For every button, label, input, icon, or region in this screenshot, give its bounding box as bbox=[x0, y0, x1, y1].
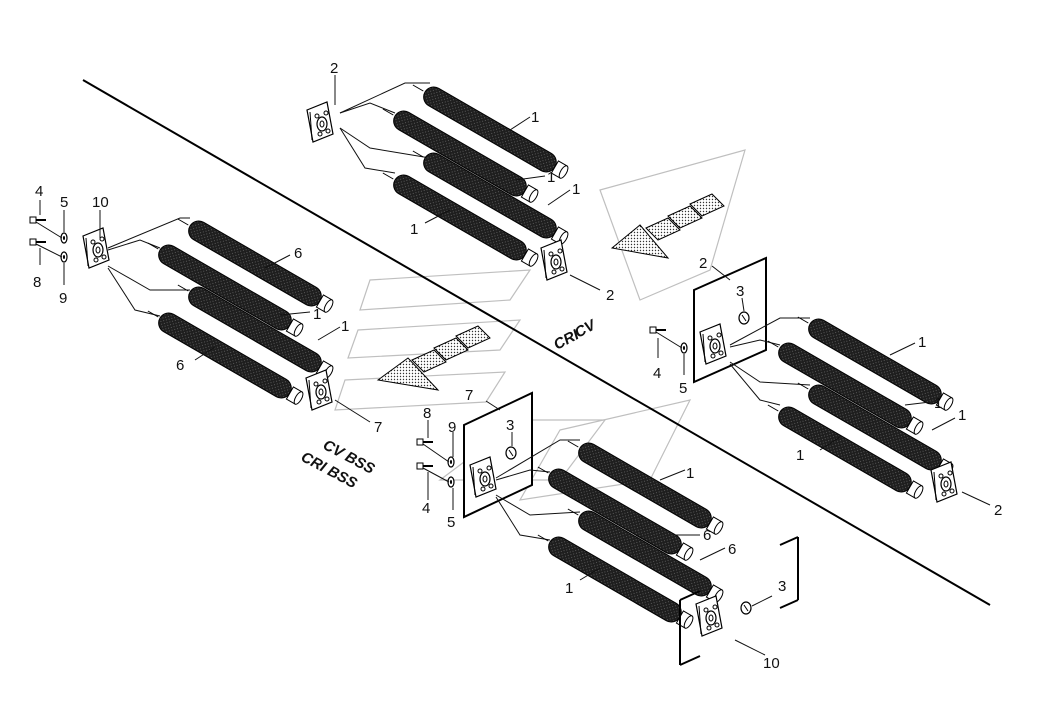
divider-line bbox=[82, 79, 991, 606]
callout: 1 bbox=[934, 395, 942, 412]
plug bbox=[740, 601, 752, 615]
callout: 1 bbox=[686, 465, 694, 482]
callout: 1 bbox=[410, 221, 418, 238]
bolt bbox=[416, 438, 434, 446]
callout: 9 bbox=[59, 290, 67, 307]
callout: 5 bbox=[60, 194, 68, 211]
callout: 6 bbox=[703, 527, 711, 544]
callout: 1 bbox=[341, 318, 349, 335]
callout: 5 bbox=[679, 380, 687, 397]
callout: 3 bbox=[506, 417, 514, 434]
callout: 3 bbox=[778, 578, 786, 595]
bolt bbox=[416, 462, 434, 470]
callout: 9 bbox=[448, 419, 456, 436]
callout: 6 bbox=[176, 357, 184, 374]
end-bracket bbox=[695, 595, 723, 637]
callout: 1 bbox=[796, 447, 804, 464]
bottom-bracket-group bbox=[679, 536, 799, 666]
bolt bbox=[29, 216, 47, 224]
callout: 7 bbox=[374, 419, 382, 436]
callout: 1 bbox=[547, 169, 555, 186]
top-roller-group bbox=[306, 75, 601, 291]
watermark-logo bbox=[334, 149, 746, 501]
end-bracket bbox=[540, 239, 568, 281]
callout: 1 bbox=[958, 407, 966, 424]
callout: 1 bbox=[313, 306, 321, 323]
callout: 10 bbox=[92, 194, 109, 211]
bolt bbox=[649, 326, 667, 334]
callout: 1 bbox=[565, 580, 573, 597]
callout: 1 bbox=[918, 334, 926, 351]
callout: 4 bbox=[35, 183, 43, 200]
callout: 6 bbox=[728, 541, 736, 558]
end-bracket bbox=[306, 101, 334, 143]
callout: 2 bbox=[606, 287, 614, 304]
callout: 5 bbox=[447, 514, 455, 531]
callout: 7 bbox=[465, 387, 473, 404]
plug bbox=[738, 311, 750, 325]
callout: 8 bbox=[423, 405, 431, 422]
callout: 4 bbox=[422, 500, 430, 517]
callout: 8 bbox=[33, 274, 41, 291]
callout: 2 bbox=[994, 502, 1002, 519]
plug bbox=[505, 446, 517, 460]
callout: 1 bbox=[572, 181, 580, 198]
callout: 2 bbox=[330, 60, 338, 77]
middle-roller-group bbox=[416, 391, 727, 633]
callouts: 2 1 1 1 1 2 4 5 10 8 9 6 1 1 6 7 2 3 4 5… bbox=[33, 60, 1002, 672]
callout: 2 bbox=[699, 255, 707, 272]
callout: 4 bbox=[653, 365, 661, 382]
end-bracket bbox=[82, 227, 110, 269]
callout: 3 bbox=[736, 283, 744, 300]
callout: 10 bbox=[763, 655, 780, 672]
left-roller-group bbox=[29, 200, 371, 423]
bolt bbox=[29, 238, 47, 246]
callout: 6 bbox=[294, 245, 302, 262]
direction-arrow-top bbox=[610, 193, 725, 259]
direction-arrow-middle bbox=[376, 325, 491, 391]
right-roller-group bbox=[649, 256, 991, 506]
callout: 1 bbox=[531, 109, 539, 126]
